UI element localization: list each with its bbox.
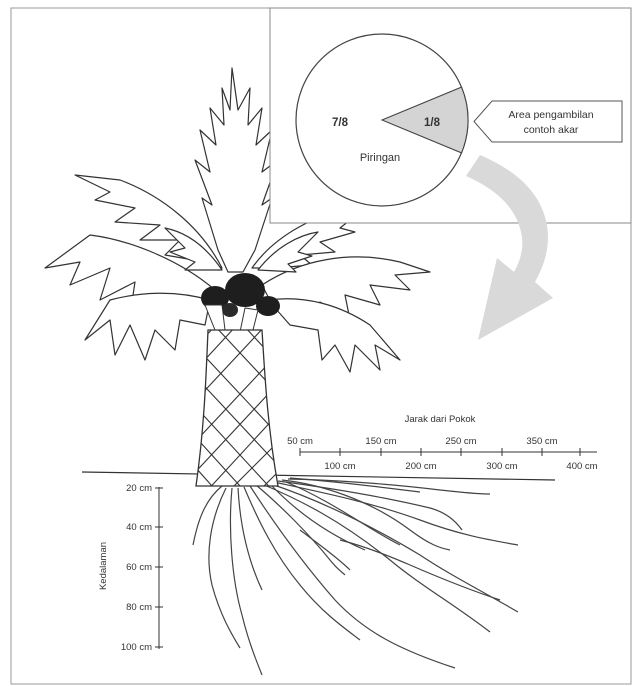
frond-top [195,68,278,272]
callout-line2: contoh akar [524,124,579,136]
distance-tick-150: 150 cm [365,436,396,447]
distance-axis [300,448,597,456]
depth-axis-title: Kedalaman [98,542,109,590]
distance-axis-title: Jarak dari Pokok [405,414,476,425]
frond-right-droop [268,299,400,372]
distance-tick-400: 400 cm [566,461,597,472]
frond-left-droop [85,293,210,360]
distance-tick-350: 350 cm [526,436,557,447]
distance-tick-250: 250 cm [445,436,476,447]
depth-tick-100: 100 cm [121,642,152,653]
pie-circle [296,34,468,206]
distance-tick-100: 100 cm [324,461,355,472]
root-system [193,478,518,675]
depth-tick-40: 40 cm [126,522,152,533]
distance-tick-200: 200 cm [405,461,436,472]
depth-tick-20: 20 cm [126,483,152,494]
depth-tick-60: 60 cm [126,562,152,573]
fraction-large: 7/8 [332,117,349,129]
callout-line1: Area pengambilan [508,109,593,121]
circle-label: Piringan [360,152,400,164]
distance-tick-300: 300 cm [486,461,517,472]
distance-tick-50: 50 cm [287,436,313,447]
depth-tick-80: 80 cm [126,602,152,613]
depth-axis [155,487,163,649]
ground-line [82,472,555,480]
fraction-small: 1/8 [424,117,441,129]
